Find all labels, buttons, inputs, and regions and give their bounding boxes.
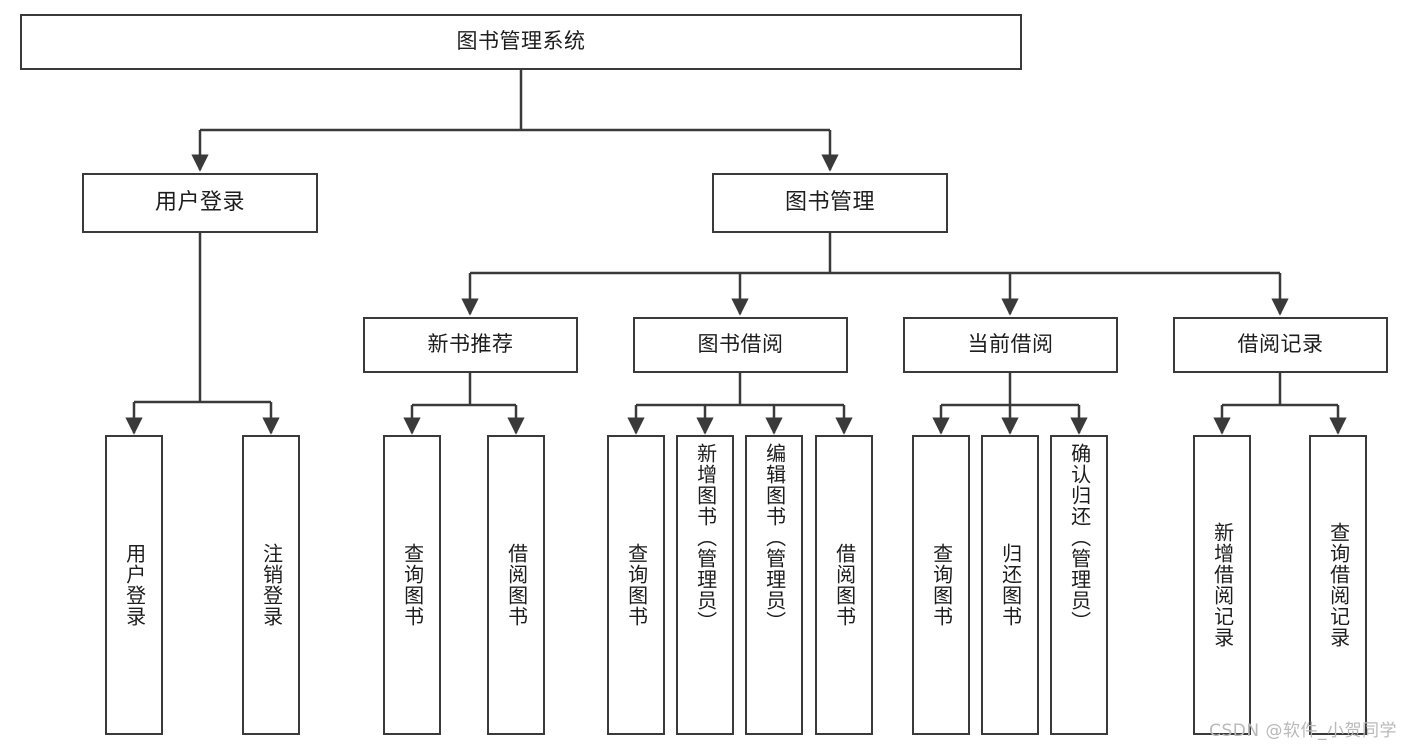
node-leaf-edit-book-admin-label: 编辑图书（管理员） [762, 443, 787, 632]
node-leaf-add-borrow-record[interactable]: 新增借阅记录 [1193, 435, 1251, 735]
node-new-book-recommend-label: 新书推荐 [427, 332, 514, 357]
node-leaf-confirm-return-admin-label: 确认归还（管理员） [1067, 443, 1092, 632]
node-leaf-borrow-book-new[interactable]: 借阅图书 [487, 435, 545, 735]
node-leaf-confirm-return-admin[interactable]: 确认归还（管理员） [1050, 435, 1108, 735]
node-root[interactable]: 图书管理系统 [20, 14, 1022, 70]
node-borrow-record[interactable]: 借阅记录 [1173, 317, 1388, 373]
node-leaf-borrow-book-new-label: 借阅图书 [504, 543, 529, 627]
node-user-login-label: 用户登录 [154, 189, 245, 215]
node-leaf-add-book-admin-label: 新增图书（管理员） [693, 443, 718, 632]
node-leaf-return-book-label: 归还图书 [998, 543, 1023, 627]
node-leaf-logout[interactable]: 注销登录 [242, 435, 300, 735]
node-leaf-add-book-admin[interactable]: 新增图书（管理员） [676, 435, 734, 735]
node-leaf-borrow-book-label: 借阅图书 [832, 543, 857, 627]
watermark-text: CSDN @软件_小贺同学 [1209, 721, 1397, 741]
node-leaf-query-borrow-record[interactable]: 查询借阅记录 [1309, 435, 1367, 735]
node-current-borrow[interactable]: 当前借阅 [903, 317, 1118, 373]
node-borrow-record-label: 借阅记录 [1237, 332, 1324, 357]
node-leaf-query-book-current-label: 查询图书 [929, 543, 954, 627]
node-book-borrow[interactable]: 图书借阅 [633, 317, 848, 373]
node-leaf-query-book[interactable]: 查询图书 [607, 435, 665, 735]
node-leaf-query-book-label: 查询图书 [624, 543, 649, 627]
node-root-label: 图书管理系统 [456, 29, 586, 54]
node-book-management[interactable]: 图书管理 [712, 173, 948, 233]
node-leaf-edit-book-admin[interactable]: 编辑图书（管理员） [745, 435, 803, 735]
node-leaf-logout-label: 注销登录 [259, 543, 284, 627]
node-leaf-add-borrow-record-label: 新增借阅记录 [1210, 522, 1235, 648]
node-book-management-label: 图书管理 [784, 189, 875, 215]
node-leaf-query-book-current[interactable]: 查询图书 [912, 435, 970, 735]
node-leaf-user-login-label: 用户登录 [122, 543, 147, 627]
node-new-book-recommend[interactable]: 新书推荐 [363, 317, 578, 373]
node-current-borrow-label: 当前借阅 [967, 332, 1054, 357]
node-leaf-user-login[interactable]: 用户登录 [105, 435, 163, 735]
node-leaf-query-book-new[interactable]: 查询图书 [383, 435, 441, 735]
node-leaf-borrow-book[interactable]: 借阅图书 [815, 435, 873, 735]
node-leaf-return-book[interactable]: 归还图书 [981, 435, 1039, 735]
node-leaf-query-book-new-label: 查询图书 [400, 543, 425, 627]
node-user-login[interactable]: 用户登录 [82, 173, 318, 233]
node-leaf-query-borrow-record-label: 查询借阅记录 [1326, 522, 1351, 648]
node-book-borrow-label: 图书借阅 [697, 332, 784, 357]
